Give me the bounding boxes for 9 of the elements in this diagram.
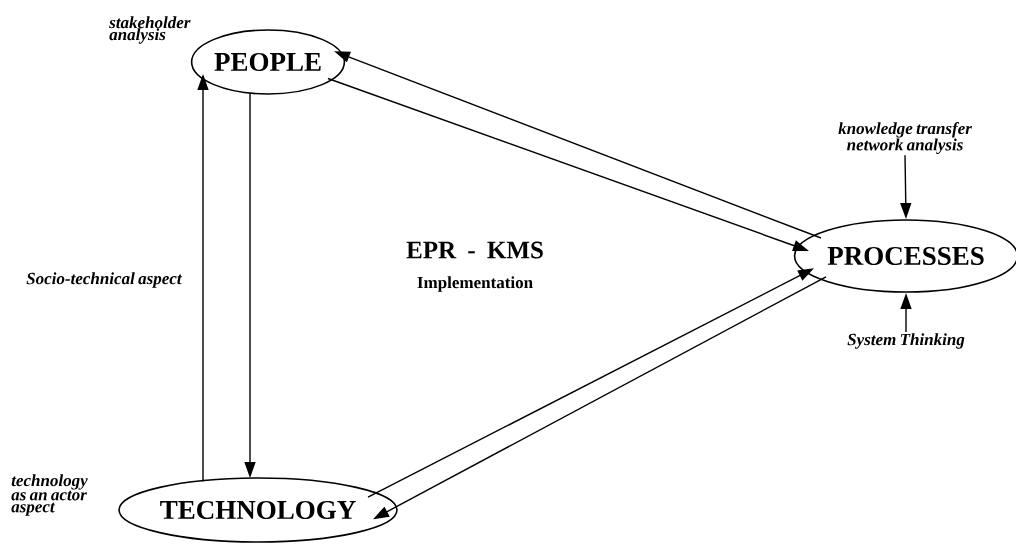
ellipse-node: PEOPLE [190, 29, 346, 95]
annotation-text: Implementation [417, 276, 533, 292]
annotation-text: knowledge transfer network analysis [838, 122, 972, 155]
annotation-text: Socio-technical aspect [26, 272, 182, 288]
annotation-text: technology as an actor aspect [11, 474, 88, 516]
annotation-text: stakeholder analysis [109, 16, 191, 44]
ellipse-node: TECHNOLOGY [118, 477, 398, 543]
annotation-text: EPR - KMS [406, 241, 543, 259]
annotation-text: System Thinking [847, 333, 965, 349]
